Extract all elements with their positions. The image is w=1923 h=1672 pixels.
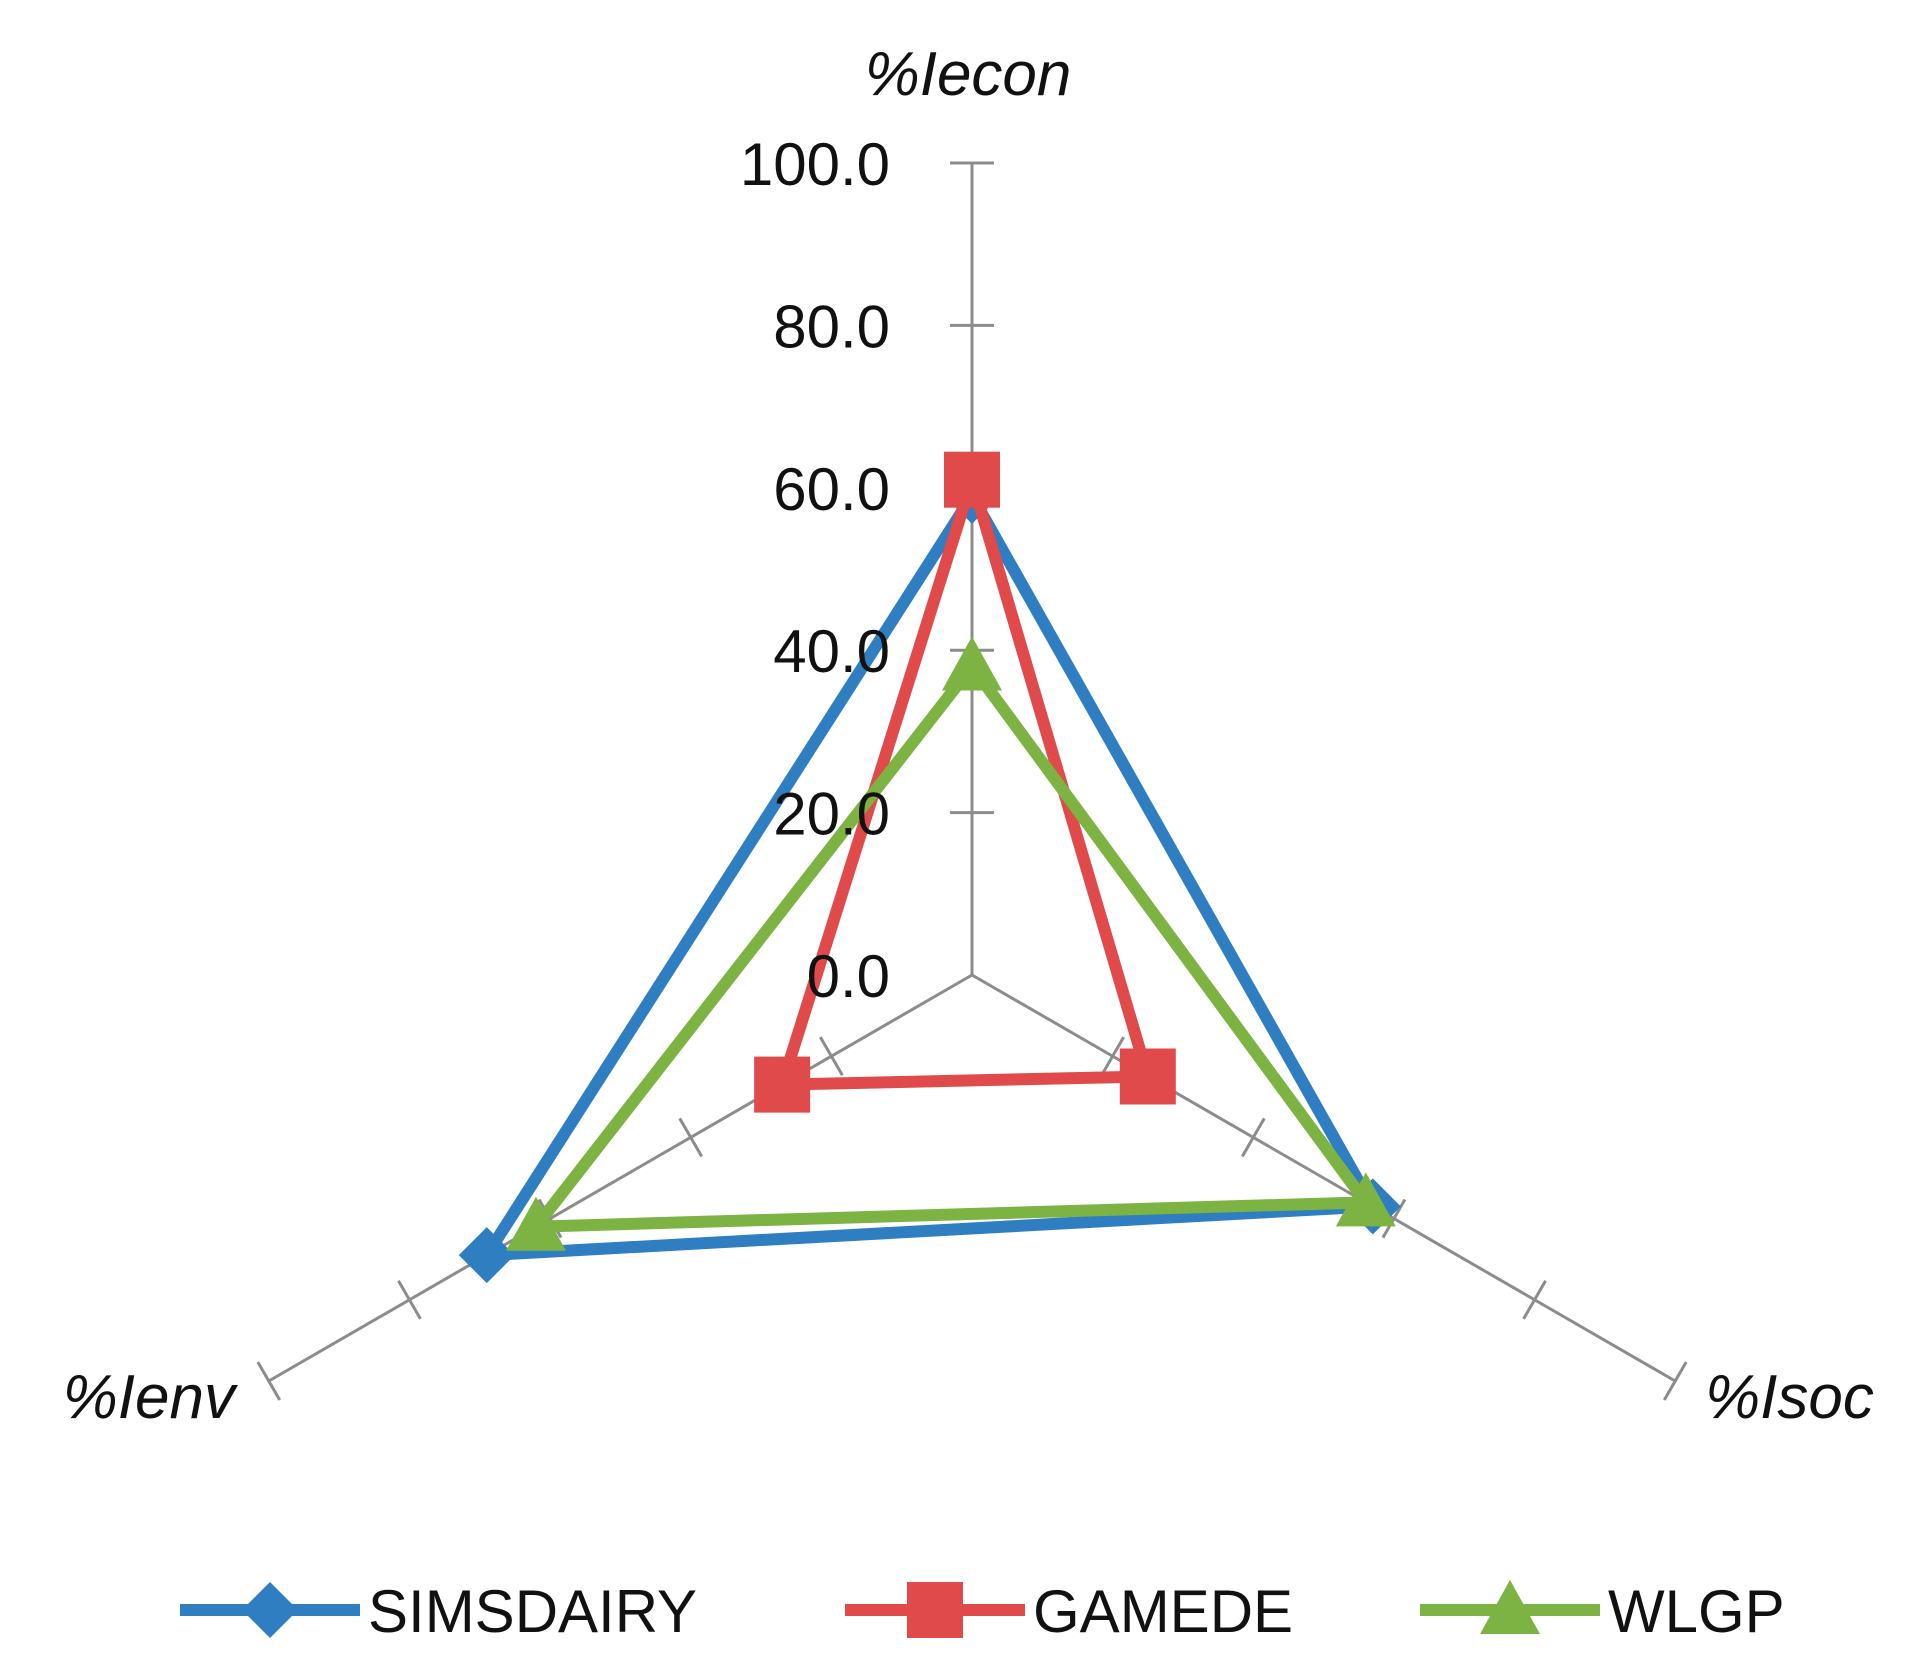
axis-tick (256, 1361, 282, 1401)
axis-label: %Iecon (865, 40, 1072, 109)
data-point-wlgp (1335, 1172, 1396, 1227)
data-point-simsdairy (458, 1227, 515, 1284)
axis-tick (1381, 1198, 1407, 1239)
tick-label: 0.0 (807, 943, 890, 1010)
legend-marker-diamond (242, 1582, 298, 1638)
series-layer (458, 451, 1401, 1284)
legend-marker-square (907, 1582, 963, 1638)
axis-tick (678, 1117, 704, 1158)
axis-spoke (268, 973, 973, 1383)
data-point-gamede (1119, 1048, 1176, 1105)
tick-label: 100.0 (740, 131, 890, 198)
axis-label: %Ienv (63, 1363, 238, 1432)
tick-labels-layer: 0.0 20.0 40.0 60.0 80.0 100.0 (740, 131, 890, 1010)
legend[interactable]: SIMSDAIRY GAMEDE WLGP (180, 1578, 1785, 1645)
tick-label: 40.0 (773, 618, 890, 685)
axis-tick (1522, 1279, 1547, 1320)
data-point-wlgp (942, 636, 1002, 691)
legend-item-gamede[interactable]: GAMEDE (845, 1578, 1293, 1645)
tick-label: 60.0 (773, 456, 890, 523)
tick-label: 20.0 (773, 781, 890, 848)
data-point-gamede (944, 451, 1000, 508)
axis-tick (1240, 1117, 1266, 1158)
legend-label: SIMSDAIRY (368, 1578, 697, 1645)
axis-labels-layer: %Iecon %Isoc %Ienv (63, 40, 1874, 1432)
axis-tick (397, 1279, 422, 1320)
legend-marker-triangle (1480, 1580, 1540, 1634)
axis-label: %Isoc (1705, 1363, 1874, 1432)
data-point-wlgp (506, 1196, 567, 1251)
axis-tick (819, 1036, 844, 1077)
axis-spoke (971, 973, 1676, 1383)
series-line-simsdairy (475, 484, 1383, 1262)
legend-item-simsdairy[interactable]: SIMSDAIRY (180, 1578, 697, 1645)
legend-item-wlgp[interactable]: WLGP (1420, 1578, 1785, 1645)
data-point-gamede (754, 1056, 811, 1113)
series-line-wlgp (523, 656, 1378, 1234)
axis-tick (1662, 1361, 1688, 1401)
axes-layer (268, 163, 1676, 1383)
ticks-layer (256, 161, 1688, 1401)
axis-tick (1100, 1036, 1125, 1077)
tick-label: 80.0 (773, 293, 890, 360)
legend-label: WLGP (1608, 1578, 1785, 1645)
legend-label: GAMEDE (1033, 1578, 1293, 1645)
